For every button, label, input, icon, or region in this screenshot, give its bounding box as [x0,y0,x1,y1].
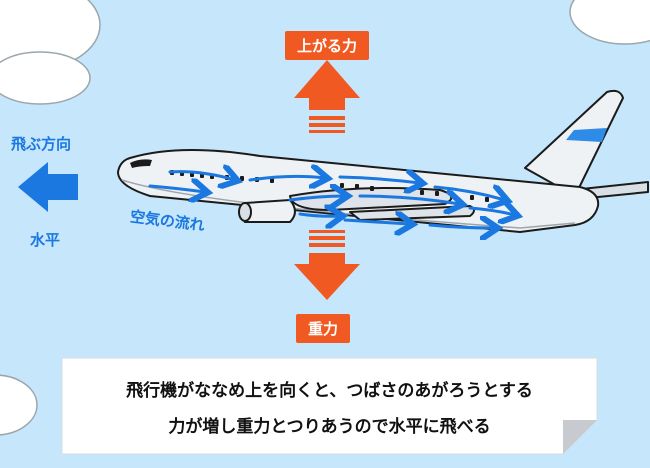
airflow-arrow-icon [148,172,515,228]
cockpit-window [130,159,152,168]
lift-arrow-icon [294,60,360,133]
direction-arrow-icon [18,162,78,212]
cloud-bottom-left [0,374,38,436]
horizontal-label: 水平 [30,231,61,249]
cloud-top-right [569,0,650,45]
plane-tail [524,89,624,197]
caption-line-2: 力が増し重力とつりあうので水平に飛べる [168,417,491,437]
caption-line-1: 飛行機がななめ上を向くと、つばさのあがろうとする [126,381,533,401]
tail-stripe [566,128,607,142]
airplane-illustration [117,89,649,233]
gravity-arrow-icon [294,230,360,300]
gravity-label: 重力 [296,314,351,343]
caption: 飛行機がななめ上を向くと、つばさのあがろうとする 力が増し重力とつりあうので水平… [62,358,597,454]
direction-label: 飛ぶ方向 [11,135,72,153]
cloud-top-left [0,0,101,105]
lift-label: 上がる力 [285,31,370,60]
caption-card [61,357,598,455]
